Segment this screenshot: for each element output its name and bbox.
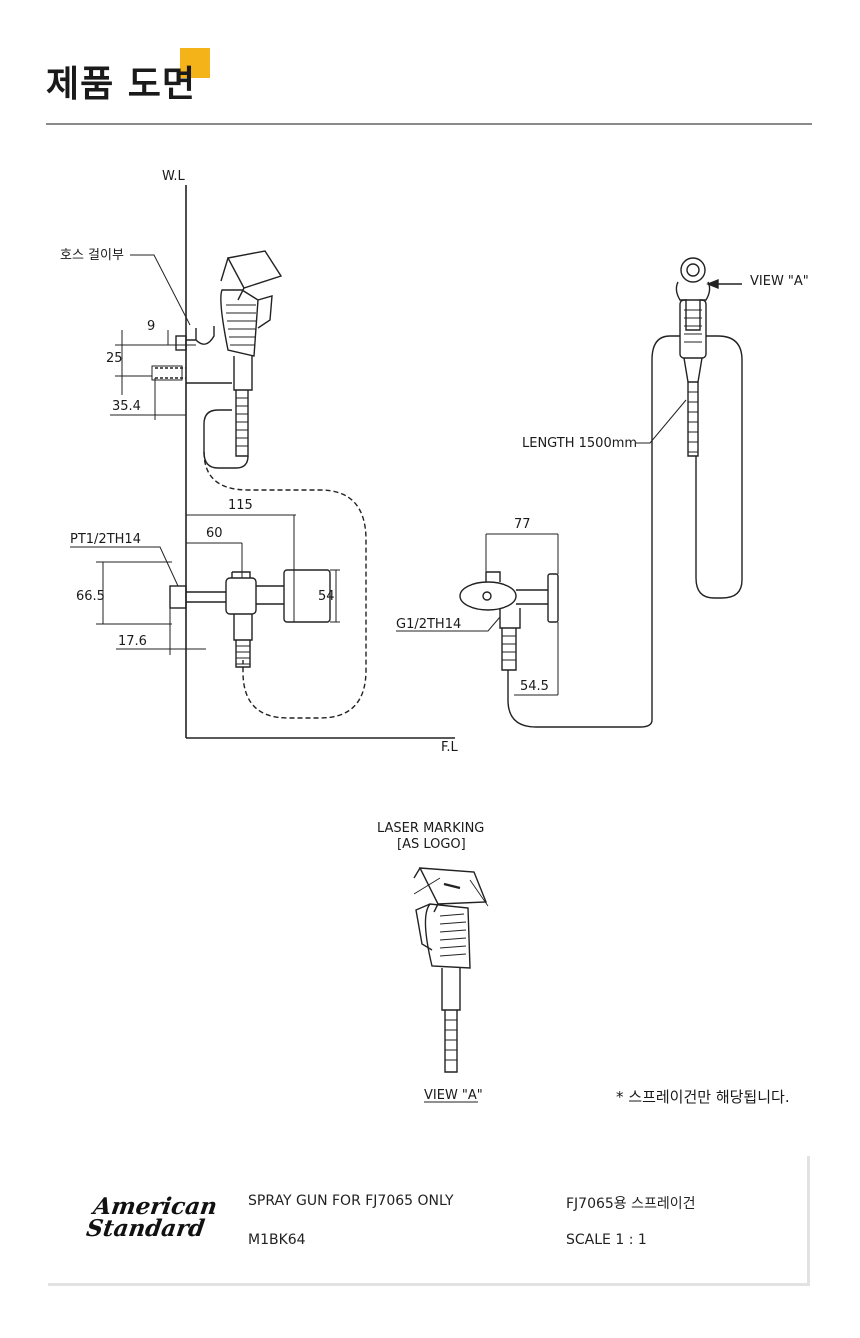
dim-35-4: 35.4 (112, 399, 141, 414)
hose-loop-right (507, 335, 680, 728)
title-accent-square (180, 48, 210, 78)
brand-logo-line2: Standard (84, 1215, 207, 1242)
view-a-pointer-label: VIEW "A" (750, 274, 809, 289)
dim-9: 9 (147, 319, 155, 334)
length-label: LENGTH 1500mm (522, 436, 637, 451)
hose-loop-left (203, 409, 249, 469)
dimension-lines-right (396, 399, 687, 696)
wall-line-label: W.L (162, 169, 185, 184)
pt-thread-label: PT1/2TH14 (70, 532, 141, 547)
laser-marking-sublabel: [AS LOGO] (397, 837, 466, 852)
title-divider (46, 123, 812, 125)
model-number: M1BK64 (248, 1232, 306, 1248)
dim-77: 77 (514, 517, 531, 532)
technical-drawing: W.L F.L 호스 걸이부 9 25 35.4 115 60 PT1/2TH1… (60, 169, 809, 1103)
dim-66-5: 66.5 (76, 589, 105, 604)
dim-54: 54 (318, 589, 335, 604)
floor-line-label: F.L (441, 740, 459, 755)
dim-115: 115 (228, 498, 253, 513)
spray-gun-view-a (413, 867, 489, 1073)
hose-hook (151, 326, 232, 384)
scale-label: SCALE 1 : 1 (566, 1232, 647, 1248)
dim-17-6: 17.6 (118, 634, 147, 649)
spray-gun-note: * 스프레이건만 해당됩니다. (616, 1088, 790, 1106)
hose-hook-label: 호스 걸이부 (60, 248, 124, 263)
page-title: 제품 도면 (46, 64, 197, 105)
angle-valve-right (459, 571, 559, 671)
spray-gun-front (675, 257, 742, 457)
dimension-lines-left (70, 254, 340, 655)
laser-marking-label: LASER MARKING (377, 821, 484, 836)
view-a-caption: VIEW "A" (424, 1088, 483, 1103)
wall-valve-left (169, 569, 331, 668)
footer-info-box: American Standard SPRAY GUN FOR FJ7065 O… (48, 1156, 810, 1286)
g-thread-label: G1/2TH14 (396, 617, 461, 632)
dim-54-5: 54.5 (520, 679, 549, 694)
brand-logo: American Standard (85, 1193, 219, 1242)
spray-gun-side (220, 250, 283, 457)
product-name-en: SPRAY GUN FOR FJ7065 ONLY (248, 1193, 454, 1209)
dim-60: 60 (206, 526, 223, 541)
product-name-ko: FJ7065용 스프레이건 (566, 1196, 696, 1212)
dim-25: 25 (106, 351, 123, 366)
